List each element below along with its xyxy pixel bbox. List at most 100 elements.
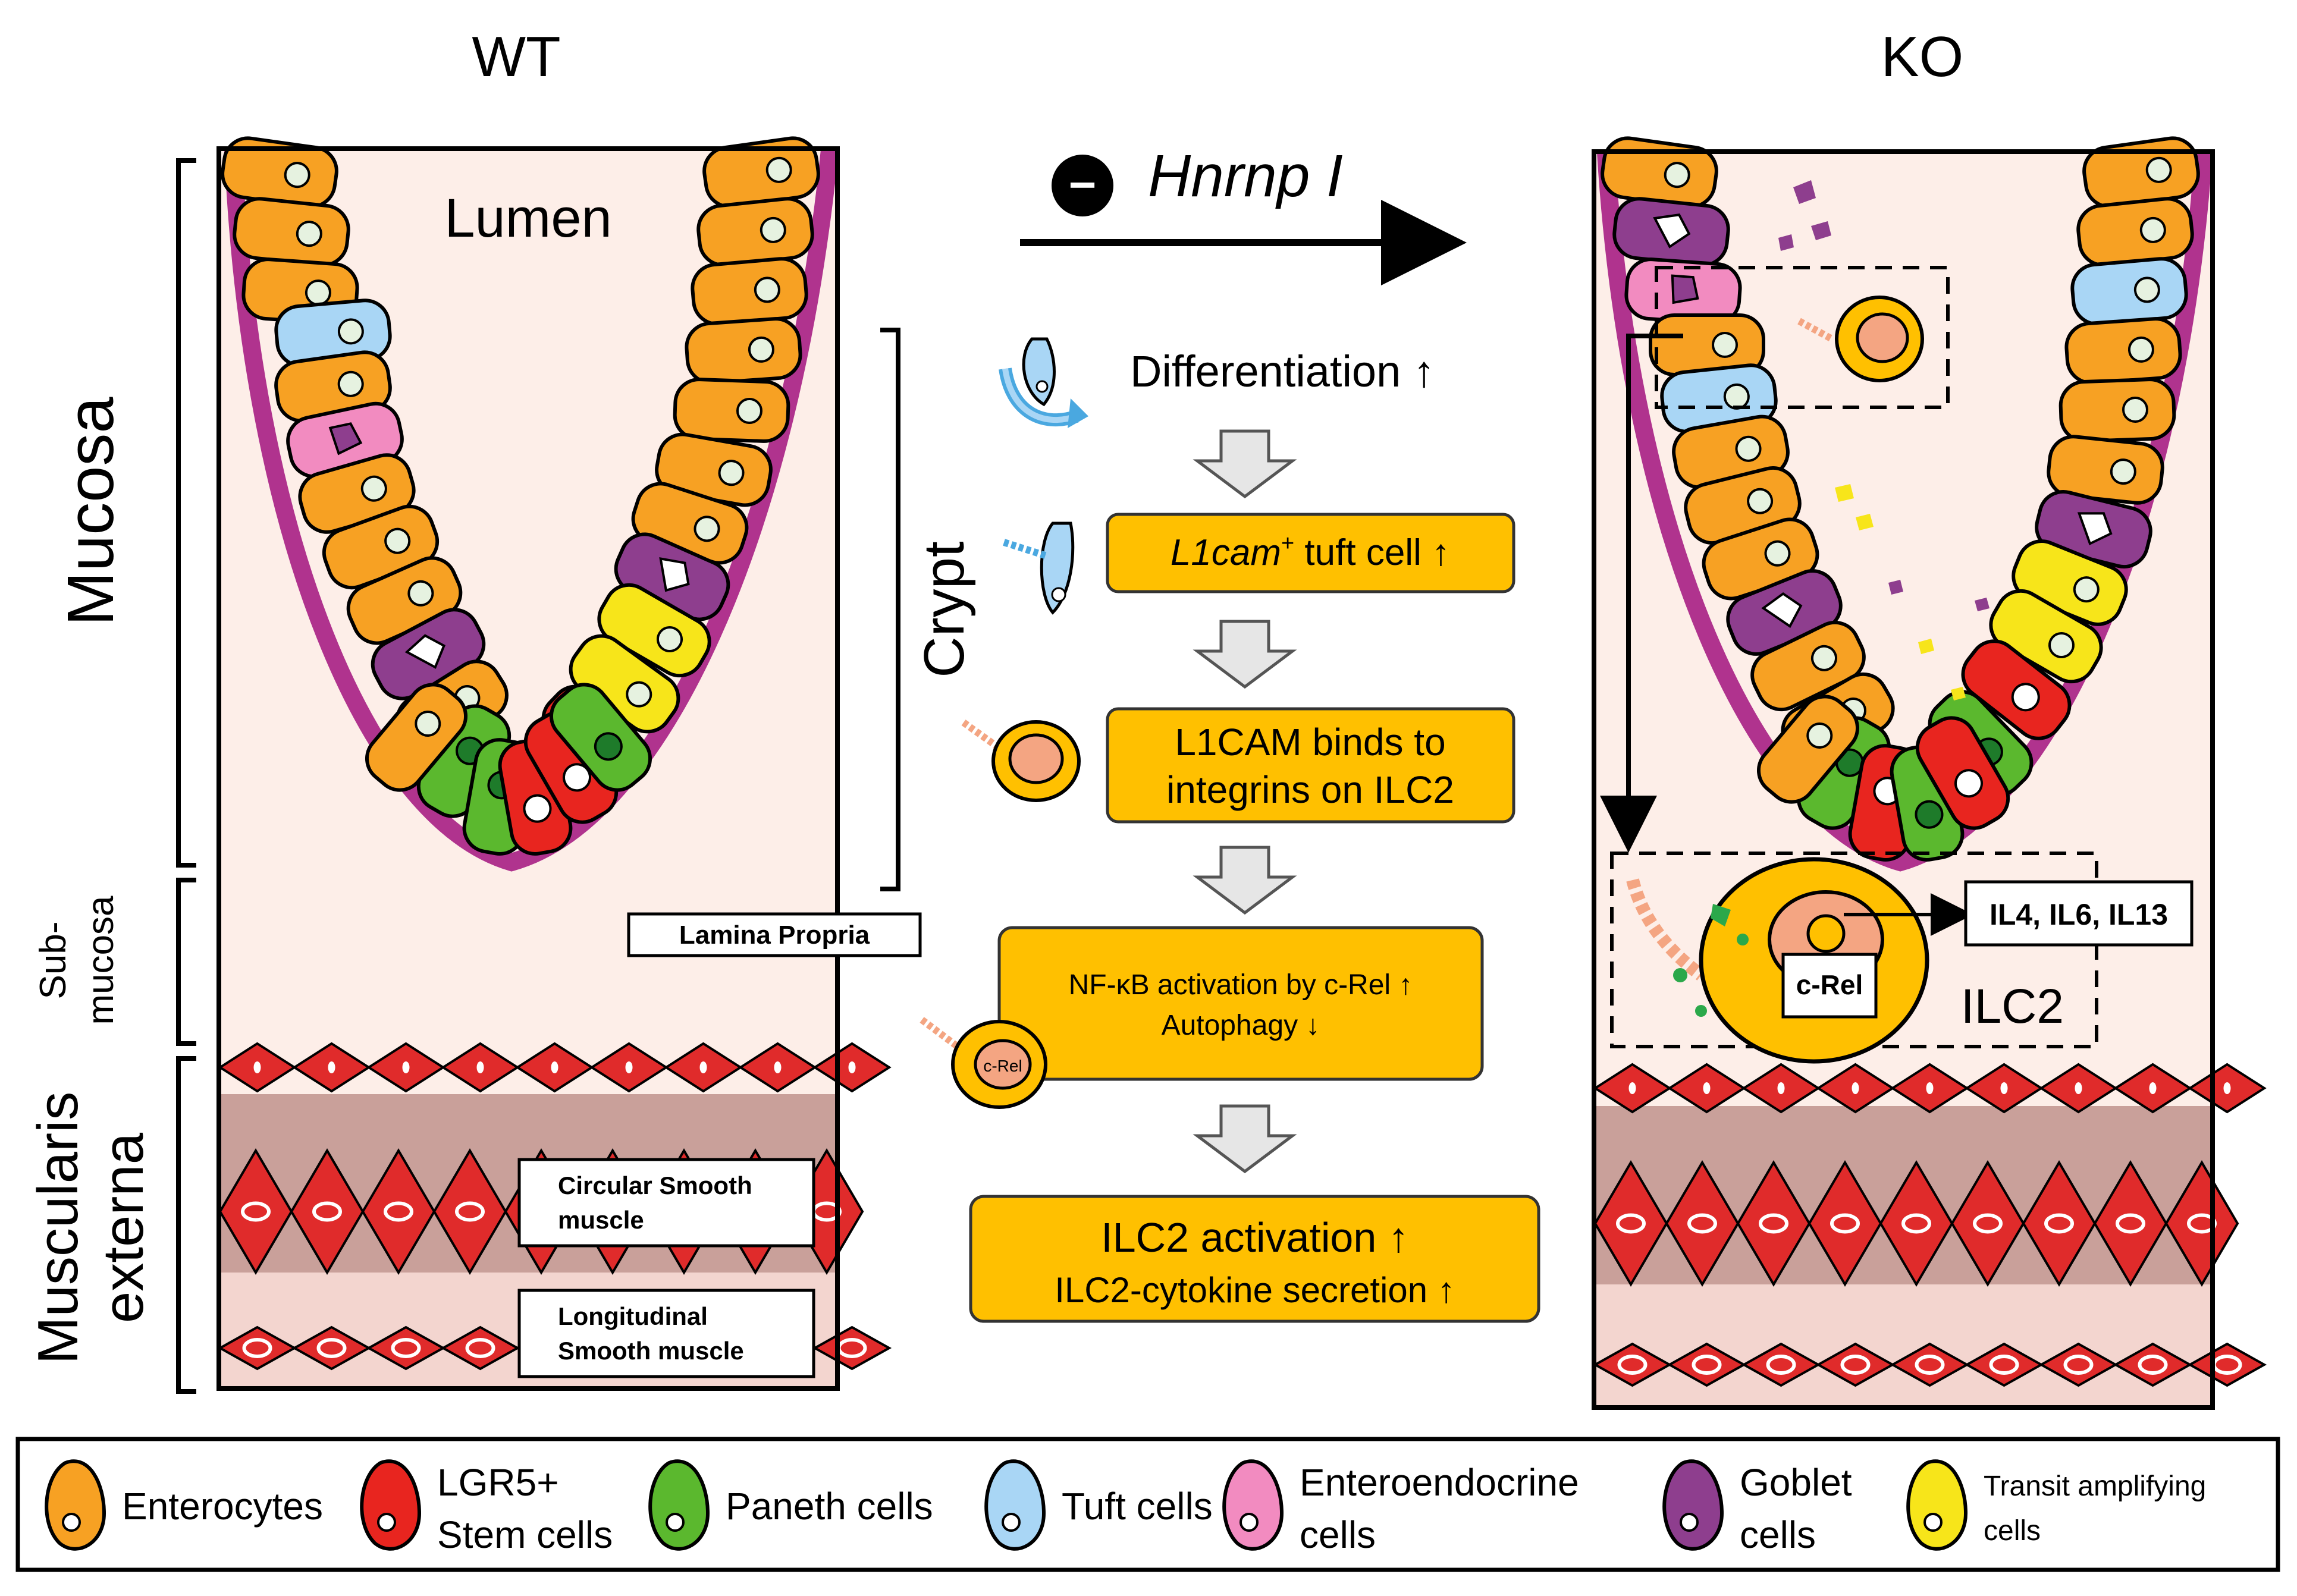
muscle-nucleus <box>316 1338 347 1358</box>
pathway: − Hnrnp I Differentiation ↑ L1cam+ tuft … <box>920 143 1540 1323</box>
enterocyte-cell <box>1756 695 1860 804</box>
legend-swatch-icon <box>1906 1459 1968 1551</box>
enterocyte-cell <box>1750 620 1866 712</box>
muscle-nucleus <box>1759 1213 1788 1234</box>
cytokine-label: IL4, IL6, IL13 <box>1990 898 2168 931</box>
step3-box <box>1106 707 1515 824</box>
step5-label-1: ILC2 activation ↑ <box>1101 1214 1408 1261</box>
legend-label: Paneth cells <box>726 1485 933 1528</box>
legend-label: LGR5+ <box>437 1461 559 1504</box>
goblet-cell <box>614 532 730 621</box>
muscle-nucleus <box>391 1338 421 1358</box>
wt-crypt-base <box>365 683 652 856</box>
step4-label-2: Autophagy ↓ <box>1162 1010 1320 1041</box>
muscle-nucleus <box>1766 1355 1796 1375</box>
legend: Enterocytes LGR5+ Stem cells Paneth cells Tu… <box>15 1437 2280 1572</box>
longitudinal-muscle-label-2: Smooth muscle <box>558 1337 744 1365</box>
muscle-nucleus <box>1973 1213 2003 1234</box>
muscle-nucleus <box>1830 1213 1860 1234</box>
enterocyte-cell <box>696 197 814 267</box>
legend-item: Enterocytes <box>45 1459 323 1551</box>
muscle-nucleus <box>699 1061 707 1073</box>
flow-arrow-1-icon <box>1197 431 1292 497</box>
legend-swatch-icon <box>1222 1459 1284 1551</box>
muscle-nucleus <box>312 1201 342 1222</box>
lamina-propria-box: Lamina Propria <box>627 912 922 957</box>
submucosa-label-2: mucosa <box>80 896 121 1025</box>
muscle-nucleus <box>625 1061 633 1073</box>
legend-label: Transit amplifying <box>1984 1471 2206 1502</box>
muscle-nucleus <box>1628 1082 1636 1094</box>
transit-cell <box>597 583 711 678</box>
legend-swatch-icon <box>45 1459 106 1551</box>
enterocyte-cell <box>702 136 820 209</box>
muscle-nucleus <box>1687 1213 1717 1234</box>
step3-label-1: L1CAM binds to <box>1175 721 1445 764</box>
tuft-cell <box>2070 257 2188 326</box>
knockout-circle-icon <box>1052 155 1113 216</box>
legend-label: Enterocytes <box>122 1485 323 1528</box>
ilc2-cell-icon <box>961 720 1081 802</box>
muscle-nucleus <box>1915 1355 1945 1375</box>
legend-swatch-icon <box>1662 1459 1724 1551</box>
muscle-nucleus <box>455 1201 485 1222</box>
ko-muscle-row-top <box>1593 1063 2267 1114</box>
crel-box <box>1781 953 1878 1019</box>
muscle-nucleus <box>2138 1355 2168 1375</box>
ko-muscle-row-bottom <box>1592 1342 2267 1387</box>
ko-title: KO <box>1881 25 1964 89</box>
step4-box <box>997 926 1484 1081</box>
circular-muscle-label-2: muscle <box>558 1206 644 1234</box>
muscle-nucleus <box>2223 1082 2231 1094</box>
muscle-nucleus <box>253 1061 261 1073</box>
lumen-label: Lumen <box>444 188 611 249</box>
step2-label: L1cam+ tuft cell ↑ <box>1171 531 1450 573</box>
step2-box <box>1106 513 1515 593</box>
muscularis-label-1: Muscularis <box>26 1092 90 1365</box>
flow-arrow-4-icon <box>1197 1106 1292 1171</box>
muscle-nucleus <box>1926 1082 1934 1094</box>
wt-title: WT <box>472 25 560 89</box>
muscle-nucleus <box>384 1201 413 1222</box>
legend-label: Stem cells <box>437 1513 613 1556</box>
step2-sup: + <box>1281 531 1294 556</box>
legend-item: Tuft cells <box>984 1459 1213 1551</box>
goblet-cell <box>1612 197 1730 267</box>
tuft-ilc2-inset-box <box>1655 266 1950 409</box>
wt-panel: Lumen Lamina Propria Circular Smooth mus… <box>216 136 922 1391</box>
muscle-nucleus <box>2063 1355 2094 1375</box>
muscle-nucleus <box>1901 1213 1931 1234</box>
muscle-nucleus <box>2116 1213 2145 1234</box>
muscle-nucleus <box>1616 1213 1646 1234</box>
circular-muscle-box: Circular Smooth muscle <box>517 1158 815 1248</box>
enterocyte-cell <box>221 136 338 209</box>
legend-label: cells <box>1740 1513 1816 1556</box>
enterocyte-cell <box>274 350 392 423</box>
legend-label: Goblet <box>1740 1461 1852 1504</box>
enterocyte-cell <box>1601 136 1718 209</box>
muscle-nucleus <box>1840 1355 1871 1375</box>
legend-label: Tuft cells <box>1062 1485 1213 1528</box>
gene-name: Hnrnp I <box>1148 143 1343 209</box>
enterocyte-cell <box>673 378 790 443</box>
transit-cell <box>2012 539 2128 626</box>
muscle-nucleus <box>1692 1355 1722 1375</box>
longitudinal-muscle-label-1: Longitudinal <box>558 1302 708 1330</box>
crel-label: c-Rel <box>1796 969 1863 1000</box>
enterocyte-cell <box>691 257 808 326</box>
legend-label: Enteroendocrine <box>1300 1461 1579 1504</box>
muscle-nucleus <box>476 1061 484 1073</box>
transit-cell <box>569 634 680 734</box>
cytokine-box <box>1964 880 2194 947</box>
enterocyte-cell <box>233 197 350 267</box>
paneth-cell <box>549 683 652 792</box>
wt-muscle-row-top <box>218 1042 892 1093</box>
step4-label-1: NF-κB activation by c-Rel ↑ <box>1069 969 1413 1001</box>
enterocyte-cell <box>685 317 802 385</box>
transit-cell <box>1989 589 2103 684</box>
legend-swatch-icon <box>984 1459 1046 1551</box>
flow-arrow-2-icon <box>1197 621 1292 687</box>
step5-label-2: ILC2-cytokine secretion ↑ <box>1055 1270 1455 1310</box>
